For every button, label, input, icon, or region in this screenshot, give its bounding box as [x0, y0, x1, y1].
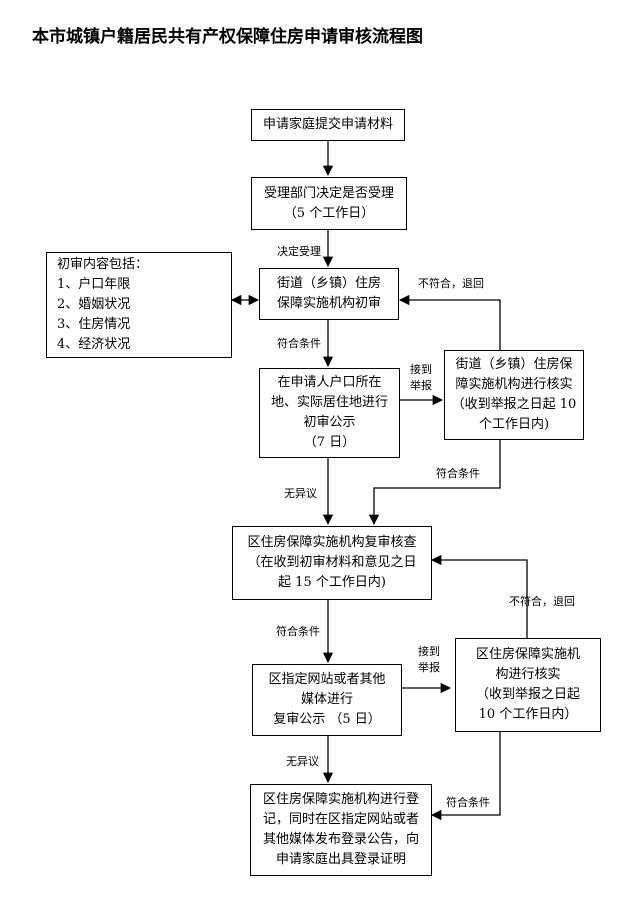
box-criteria-line: 3、住房情况: [57, 317, 131, 332]
box-street-verify-line: 障实施机构进行核实: [455, 377, 573, 392]
box-register-line: 区住房保障实施机构进行登: [262, 792, 419, 807]
page-title: 本市城镇户籍居民共有产权保障住房申请审核流程图: [32, 27, 423, 47]
box-submit-line: 申请家庭提交申请材料: [262, 117, 393, 132]
box-street-review: 街道（乡镇）住房 保障实施机构初审: [259, 268, 399, 320]
box-criteria: 初审内容包括： 1、户口年限 2、婚姻状况 3、住房情况 4、经济状况: [46, 252, 232, 358]
box-district-review-line: 起 15 个工作日内): [278, 575, 386, 590]
box-district-verify-line: 构进行核实: [495, 667, 561, 682]
box-street-review-line: 街道（乡镇）住房: [276, 276, 381, 291]
box-criteria-line: 2、婚姻状况: [57, 297, 131, 312]
box-street-publicity-line: 初审公示: [303, 415, 356, 430]
arrow-verify-meets: [368, 440, 501, 526]
label-no-objection-2: 无异议: [286, 755, 319, 768]
box-district-verify-line: （收到举报之日起: [475, 687, 580, 702]
box-street-publicity-line: （7 日）: [303, 435, 356, 450]
label-meets-1: 符合条件: [277, 337, 321, 350]
label-reject-1: 不符合，退回: [418, 277, 484, 290]
box-register-line: 申请家庭出具登录证明: [275, 852, 406, 867]
box-street-verify-line: 个工作日内): [478, 417, 550, 432]
label-meets-2: 符合条件: [436, 467, 480, 480]
box-district-verify: 区住房保障实施机 构进行核实 （收到举报之日起 10 个工作日内）: [455, 638, 601, 732]
label-no-objection-1: 无异议: [284, 487, 317, 500]
box-street-publicity: 在申请人户口所在 地、实际居住地进行 初审公示 （7 日）: [259, 368, 400, 458]
box-district-verify-line: 10 个工作日内）: [478, 707, 578, 722]
box-accept-line: （5 个工作日）: [283, 205, 375, 221]
box-street-verify-line: （收到举报之日起 10: [451, 397, 577, 412]
label-reject-2: 不符合，退回: [509, 595, 575, 608]
arrow-dverify-reject: [430, 554, 528, 638]
box-street-publicity-line: 地、实际居住地进行: [270, 395, 388, 410]
label-report-2a: 接到: [418, 645, 440, 658]
box-register: 区住房保障实施机构进行登 记，同时在区指定网站或者 其他媒体发布登录公告，向 申…: [250, 784, 432, 876]
box-district-review: 区住房保障实施机构复审核查 （在收到初审材料和意见之日 起 15 个工作日内): [232, 526, 432, 600]
box-district-publicity-line: 复审公示 （5 日）: [273, 712, 381, 727]
box-criteria-line: 4、经济状况: [57, 337, 131, 352]
box-criteria-line: 初审内容包括：: [57, 257, 149, 272]
box-street-review-line: 保障实施机构初审: [276, 296, 381, 311]
label-meets-4: 符合条件: [446, 796, 490, 809]
box-district-publicity-line: 区指定网站或者其他: [268, 672, 386, 687]
box-street-verify: 街道（乡镇）住房保 障实施机构进行核实 （收到举报之日起 10 个工作日内): [444, 350, 584, 440]
label-report-1a: 接到: [410, 363, 432, 376]
box-street-verify-line: 街道（乡镇）住房保: [455, 357, 573, 372]
box-register-line: 其他媒体发布登录公告，向: [262, 832, 419, 847]
box-submit: 申请家庭提交申请材料: [251, 109, 405, 141]
box-accept: 受理部门决定是否受理 （5 个工作日）: [251, 177, 407, 230]
box-criteria-line: 1、户口年限: [57, 277, 131, 292]
arrow-verify-reject: [398, 294, 501, 350]
box-street-publicity-line: 在申请人户口所在: [277, 375, 382, 390]
box-district-review-line: （在收到初审材料和意见之日: [247, 555, 417, 570]
box-district-review-line: 区住房保障实施机构复审核查: [247, 535, 417, 550]
label-report-1b: 举报: [410, 379, 432, 392]
arrow-dverify-meets: [430, 732, 501, 821]
box-register-line: 记，同时在区指定网站或者: [262, 812, 419, 827]
box-district-publicity: 区指定网站或者其他 媒体进行 复审公示 （5 日）: [252, 664, 402, 736]
box-district-verify-line: 区住房保障实施机: [475, 647, 580, 662]
label-decide-accept: 决定受理: [277, 245, 321, 258]
label-report-2b: 举报: [418, 661, 440, 674]
box-district-publicity-line: 媒体进行: [300, 692, 353, 707]
label-meets-3: 符合条件: [276, 625, 320, 638]
box-accept-line: 受理部门决定是否受理: [263, 185, 394, 201]
